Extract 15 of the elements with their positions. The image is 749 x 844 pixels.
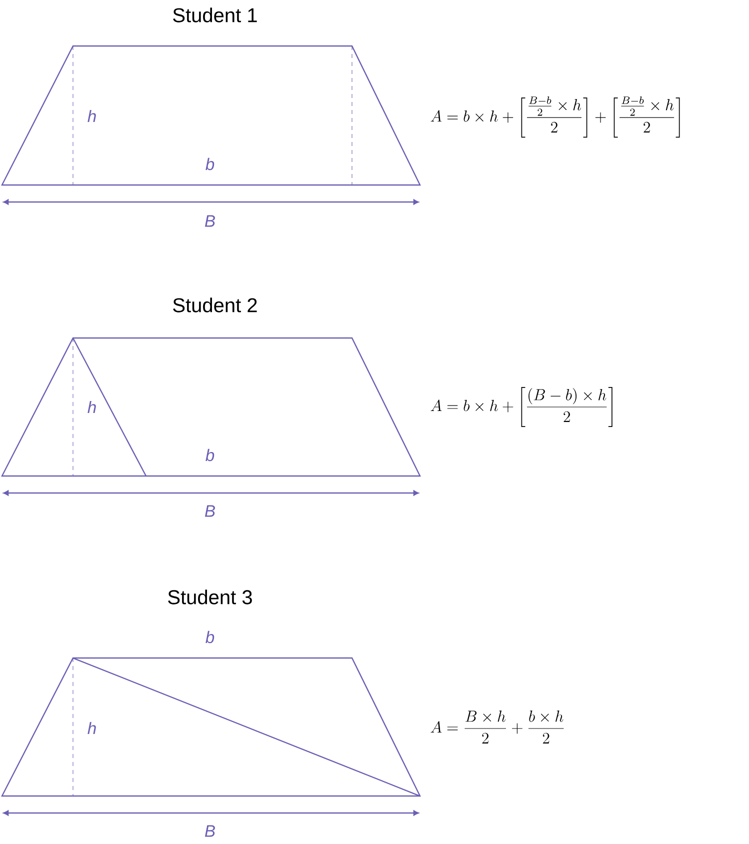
variable-label: b bbox=[206, 448, 214, 462]
formula: $A=b\times h+\left[\frac{(B-b)\times h}{2}\right]$ bbox=[430, 387, 612, 428]
variable-label: B bbox=[204, 215, 215, 227]
title: Student 2 bbox=[173, 298, 257, 312]
variable-label: b bbox=[206, 630, 214, 644]
variable-label: h bbox=[88, 400, 96, 414]
title: Student 3 bbox=[168, 590, 252, 604]
formula: $A=b\times h+\left[\frac{\frac{B-b}{2}\times h}{2}\right]+\left[\frac{\frac{B-b}{2}\times h}{2}\right]$ bbox=[430, 96, 680, 138]
variable-label: h bbox=[88, 110, 96, 122]
variable-label: B bbox=[204, 825, 215, 837]
title: Student 1 bbox=[173, 8, 257, 22]
formula: $A=\frac{B\times h}{2}+\frac{b\times h}{2}$ bbox=[430, 710, 564, 744]
variable-label: B bbox=[204, 505, 215, 517]
variable-label: h bbox=[88, 722, 96, 734]
variable-label: b bbox=[206, 158, 214, 170]
